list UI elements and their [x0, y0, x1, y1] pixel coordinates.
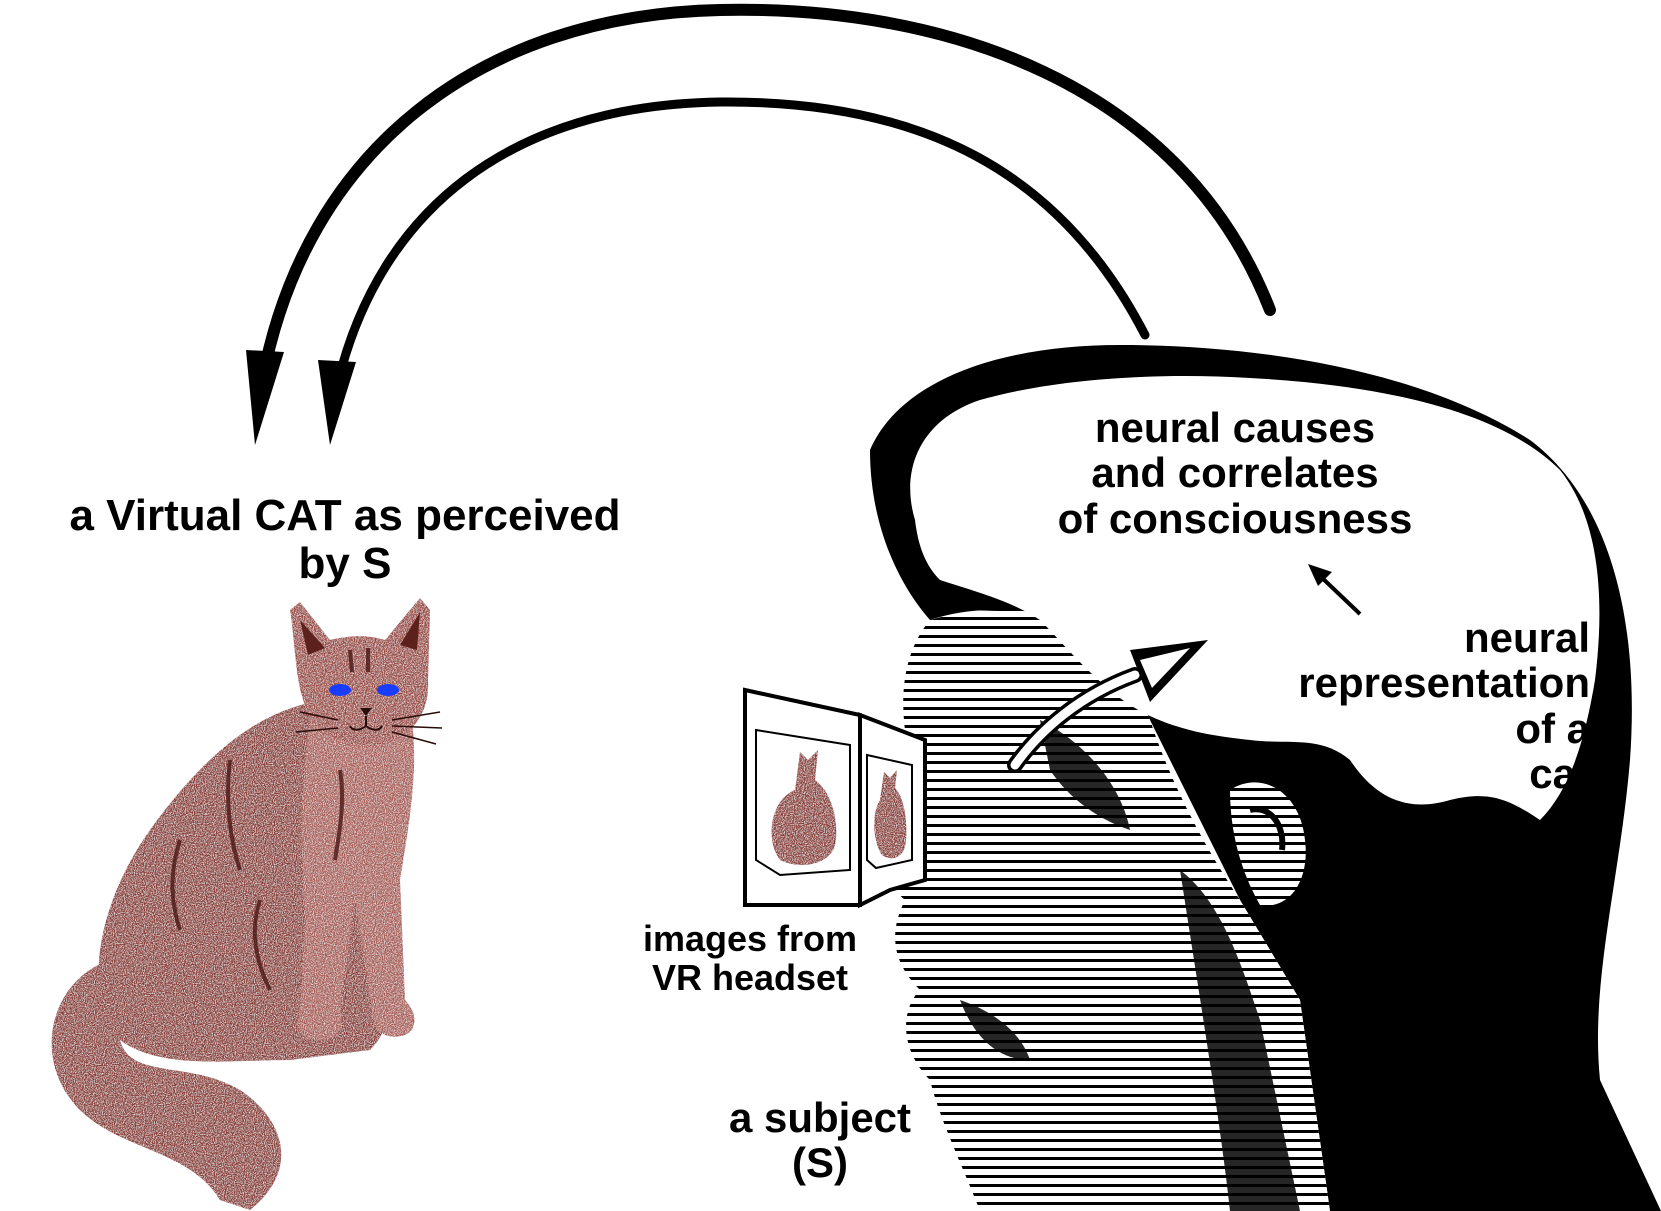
- virtual-cat-label: a Virtual CAT as perceived by S: [0, 492, 690, 587]
- vr-images-label-line: images from: [600, 920, 900, 959]
- virtual-cat-illustration: [52, 598, 442, 1210]
- neural-representation-label: neural representation of a cat: [1190, 615, 1590, 796]
- subject-label: a subject (S): [680, 1095, 960, 1186]
- neural-representation-label-line: representation: [1190, 660, 1590, 705]
- cat-eye-right-icon: [377, 684, 399, 696]
- virtual-cat-label-line: by S: [0, 540, 690, 588]
- neural-causes-label-line: and correlates: [990, 450, 1480, 495]
- cat-eye-left-icon: [329, 684, 351, 696]
- subject-label-line: a subject: [680, 1095, 960, 1140]
- virtual-cat-label-line: a Virtual CAT as perceived: [0, 492, 690, 540]
- vr-headset-images: [745, 690, 925, 905]
- neural-causes-label-line: neural causes: [990, 405, 1480, 450]
- neural-representation-label-line: neural: [1190, 615, 1590, 660]
- vr-images-label: images from VR headset: [600, 920, 900, 998]
- neural-causes-label: neural causes and correlates of consciou…: [990, 405, 1480, 541]
- neural-representation-label-line: of a: [1190, 706, 1590, 751]
- neural-causes-label-line: of consciousness: [990, 496, 1480, 541]
- neural-representation-label-line: cat: [1190, 751, 1590, 796]
- subject-label-line: (S): [680, 1140, 960, 1185]
- vr-images-label-line: VR headset: [600, 959, 900, 998]
